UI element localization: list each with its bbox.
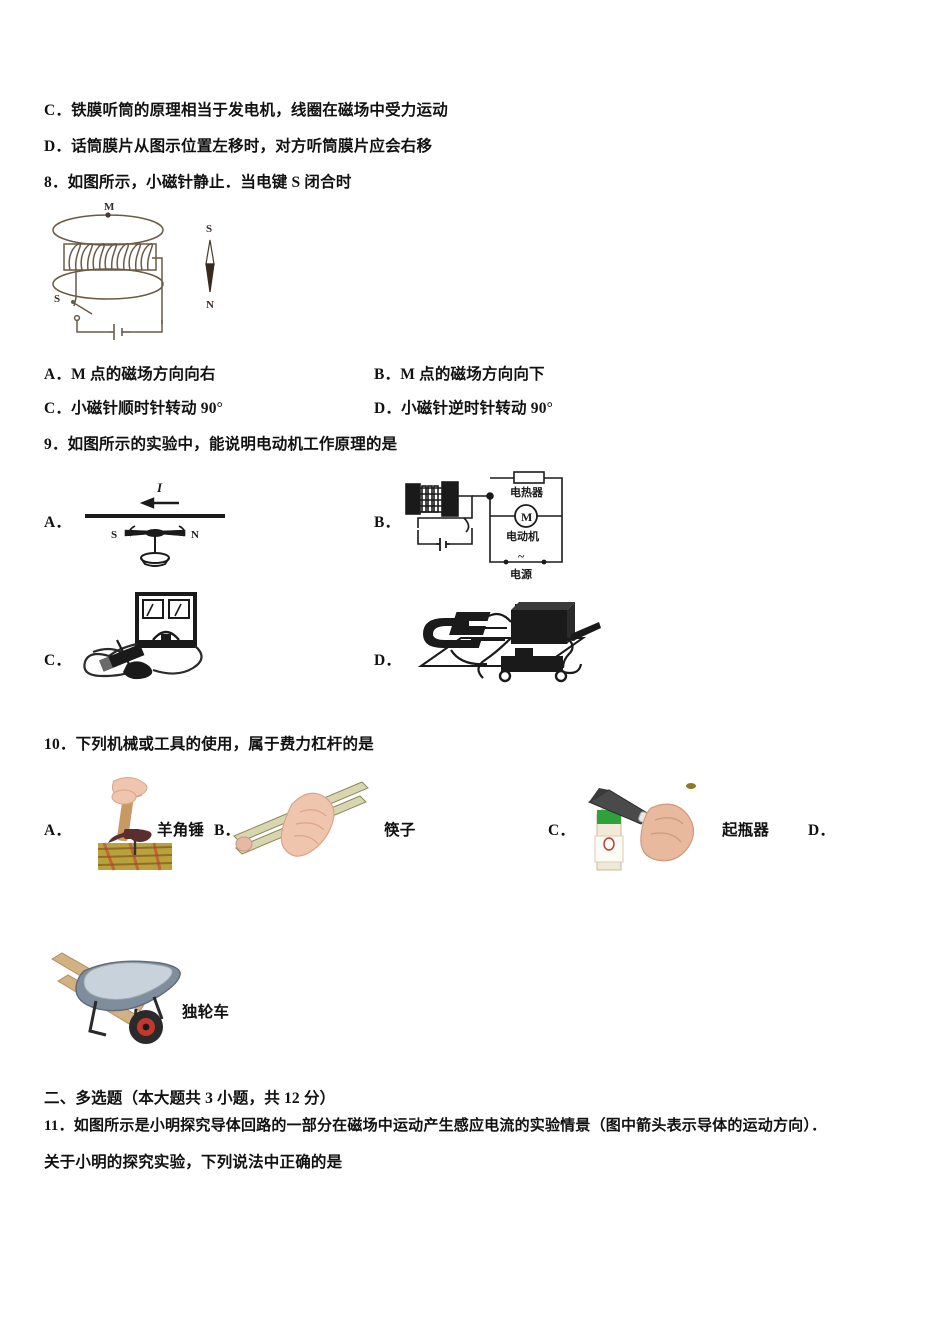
heater-symbol [513,471,545,484]
q9-option-b-label: B． [374,514,401,531]
claw-hammer-svg [97,777,173,871]
q9-option-a-figure: I S N [75,478,275,573]
current-label: I [156,480,163,495]
q8-option-b: B．M 点的磁场方向向下 [374,362,545,384]
q10-option-a-label: A． [44,822,72,839]
heater-label: 电热器 [510,485,544,499]
motor-label: 电动机 [506,529,539,543]
food-item [235,836,253,852]
bar-magnet [99,643,145,672]
q8-option-b-label: B． [374,366,401,383]
switch-s-label: S [54,293,60,305]
q10-option-c-figure [575,780,715,871]
chopsticks-svg [233,781,369,857]
bottle-opener-svg [587,783,696,871]
q8-option-d-label: D． [374,400,402,417]
tray [75,960,181,1012]
q10-option-a-figure [80,775,185,871]
solenoid-diagram-svg: M S S N [52,201,215,340]
q8-option-c-label: C． [44,400,72,417]
oersted-experiment-svg: I S N [85,480,225,567]
q10-option-b-label: B． [214,822,241,839]
q9-option-c-figure [75,590,235,685]
q8-option-a: A．M 点的磁场方向向右 [44,362,216,384]
compass-n-label: N [191,529,199,541]
q8-option-a-label: A． [44,366,72,383]
hand [640,803,695,862]
bottle-cap [686,783,696,789]
q9-stem: 9．如图所示的实验中，能说明电动机工作原理的是 [44,436,398,453]
q8-option-c-text: 小磁针顺时针转动 90° [71,400,224,417]
ac-symbol: ~ [518,549,525,563]
q7-option-d-label: D． [44,138,72,155]
q10-option-c-caption: 起瓶器 [722,822,770,839]
rheostat [498,648,568,683]
q8-option-d-text: 小磁针逆时针转动 90° [401,400,554,417]
wheel [129,1010,163,1044]
q9-option-d-figure [415,592,605,687]
hand [111,777,148,805]
q7-option-c-text: 铁膜听筒的原理相当于发电机，线圈在磁场中受力运动 [71,102,448,119]
q7-option-d-text: 话筒膜片从图示位置左移时，对方听筒膜片应会右移 [71,138,433,155]
compass-n-label: N [206,299,214,311]
compass-s-label: S [111,529,117,541]
q8-stem: 8．如图所示，小磁针静止．当电键 S 闭合时 [44,174,352,191]
motor-symbol-letter: M [521,510,532,524]
q11-stem-line2: 关于小明的探究实验，下列说法中正确的是 [44,1154,343,1171]
q9-option-c-label: C． [44,652,72,669]
section-two-heading: 二、多选题（本大题共 3 小题，共 12 分） [44,1090,336,1107]
q10-option-d-label: D． [808,822,836,839]
q8-option-b-text: M 点的磁场方向向下 [400,366,545,383]
q10-option-d-caption: 独轮车 [182,1004,230,1021]
galvanometer [135,592,197,648]
q10-option-b-figure [230,778,375,863]
q8-option-c: C．小磁针顺时针转动 90° [44,396,223,418]
compass-needle-horizontal [124,529,186,567]
hand [280,792,335,857]
galvanometer-induction-svg [83,592,203,680]
q10-stem: 10．下列机械或工具的使用，属于费力杠杆的是 [44,736,374,753]
q10-option-b-caption: 筷子 [384,822,416,839]
hammer-head [108,829,152,843]
bottle [594,807,624,871]
q8-option-a-text: M 点的磁场方向向右 [71,366,216,383]
q8-option-d: D．小磁针逆时针转动 90° [374,396,553,418]
q10-option-a-caption: 羊角锤 [157,822,205,839]
q9-option-d-label: D． [374,652,402,669]
horseshoe-magnet [423,612,491,648]
power-label: 电源 [510,567,532,581]
compass-needle: S N [205,223,215,311]
compass-s-label: S [206,223,212,235]
q7-option-d: D．话筒膜片从图示位置左移时，对方听筒膜片应会右移 [44,134,432,156]
q10-option-d-figure [50,935,205,1045]
q9-option-a-label: A． [44,514,72,531]
q10-option-c-label: C． [548,822,576,839]
q7-option-c: C．铁膜听筒的原理相当于发电机，线圈在磁场中受力运动 [44,98,448,120]
q7-option-c-label: C． [44,102,72,119]
straight-wire [85,514,225,518]
point-m-label: M [104,201,115,213]
motor-principle-svg [417,602,601,683]
switch [570,622,601,641]
relay-circuit-svg: 电热器 M 电动机 ~ 电源 [405,471,563,581]
wheelbarrow-svg [51,952,181,1044]
battery-pack [511,602,575,644]
q8-solenoid-circuit-figure: M S S N [46,201,261,342]
q11-stem-line1: 11．如图所示是小明探究导体回路的一部分在磁场中运动产生感应电流的实验情景（图中… [44,1118,827,1134]
point-m-dot [105,212,111,218]
q9-option-b-figure: 电热器 M 电动机 ~ 电源 [398,466,573,581]
